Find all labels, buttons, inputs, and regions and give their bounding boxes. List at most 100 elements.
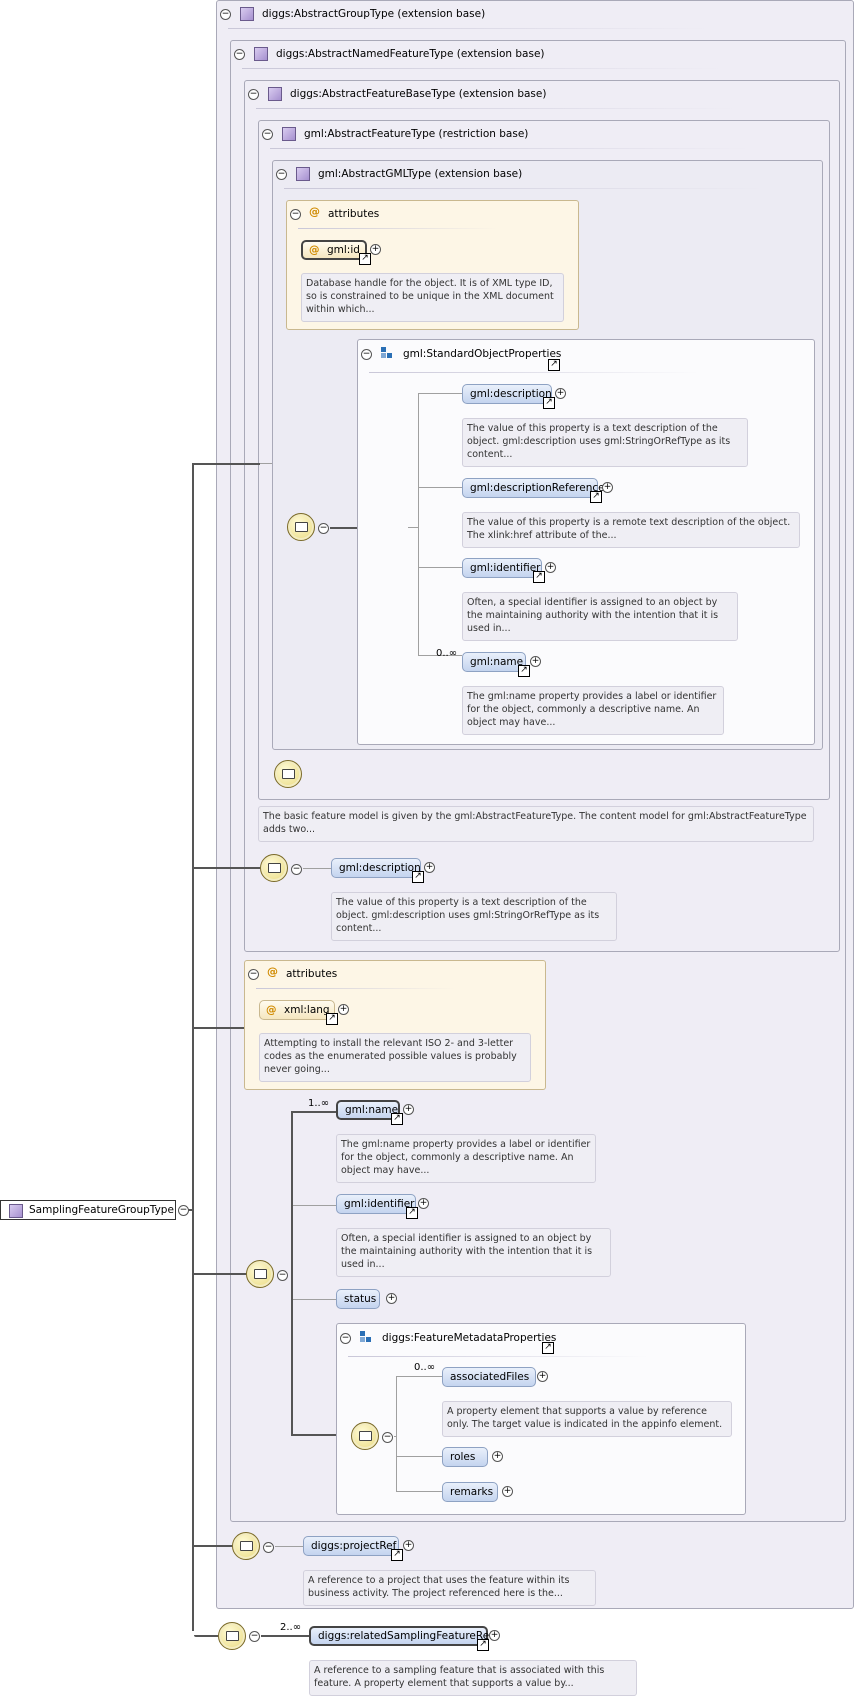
attributes-title: attributes: [328, 208, 380, 220]
link-icon[interactable]: ↗: [359, 253, 371, 265]
element-project-ref[interactable]: diggs:projectRef: [303, 1536, 399, 1556]
branch-line: [293, 1299, 336, 1300]
cardinality-label: 0..∞: [436, 648, 458, 659]
doc-annotation: Attempting to install the relevant ISO 2…: [259, 1033, 531, 1082]
expand-icon[interactable]: +: [492, 1451, 503, 1462]
doc-annotation: Often, a special identifier is assigned …: [336, 1228, 611, 1277]
collapse-icon[interactable]: −: [248, 89, 259, 100]
collapse-icon[interactable]: −: [249, 1631, 260, 1642]
expand-icon[interactable]: +: [502, 1486, 513, 1497]
expand-icon[interactable]: +: [424, 862, 435, 873]
box-title: gml:AbstractGMLType (extension base): [318, 168, 523, 180]
link-icon[interactable]: ↗: [406, 1207, 418, 1219]
collapse-icon[interactable]: −: [291, 864, 302, 875]
sequence-icon[interactable]: [232, 1532, 260, 1560]
element-status[interactable]: status: [336, 1289, 380, 1309]
expand-icon[interactable]: +: [338, 1004, 349, 1015]
expand-icon[interactable]: +: [403, 1540, 414, 1551]
attribute-label: xml:lang: [284, 1004, 330, 1016]
branch-line: [396, 1376, 442, 1377]
collapse-icon[interactable]: −: [262, 129, 273, 140]
collapse-icon[interactable]: −: [340, 1333, 351, 1344]
link-icon[interactable]: ↗: [477, 1639, 489, 1651]
expand-icon[interactable]: +: [489, 1630, 500, 1641]
attribute-gml-id[interactable]: @ gml:id: [301, 240, 367, 260]
attribute-icon: @: [266, 1004, 277, 1016]
divider: [228, 28, 708, 29]
connector: [194, 1545, 232, 1547]
element-gml-name[interactable]: gml:name: [462, 652, 526, 672]
expand-icon[interactable]: +: [386, 1293, 397, 1304]
connector: [194, 1273, 246, 1275]
box-title: diggs:AbstractNamedFeatureType (extensio…: [276, 48, 545, 60]
link-icon[interactable]: ↗: [391, 1113, 403, 1125]
sequence-icon[interactable]: [274, 760, 302, 788]
attribute-icon: @: [309, 244, 320, 256]
branch-line: [396, 1376, 397, 1492]
expand-icon[interactable]: +: [545, 562, 556, 573]
link-icon[interactable]: ↗: [543, 397, 555, 409]
expand-icon[interactable]: +: [555, 388, 566, 399]
box-title: diggs:AbstractFeatureBaseType (extension…: [290, 88, 547, 100]
element-associated-files[interactable]: associatedFiles: [442, 1367, 536, 1387]
cardinality-label: 2..∞: [280, 1622, 302, 1633]
complex-type-icon: [282, 127, 296, 141]
collapse-icon[interactable]: −: [248, 969, 259, 980]
element-related-sampling-feature-ref[interactable]: diggs:relatedSamplingFeatureRef: [309, 1626, 493, 1646]
element-roles[interactable]: roles: [442, 1447, 488, 1467]
group-title: gml:StandardObjectProperties: [403, 348, 562, 360]
branch-line: [418, 567, 462, 568]
connector: [194, 1027, 244, 1029]
box-title: diggs:AbstractGroupType (extension base): [262, 8, 486, 20]
doc-annotation: The gml:name property provides a label o…: [336, 1134, 596, 1183]
collapse-icon[interactable]: −: [290, 209, 301, 220]
root-element[interactable]: SamplingFeatureGroupType: [0, 1200, 176, 1220]
attributes-title: attributes: [286, 968, 338, 980]
sequence-icon[interactable]: [351, 1422, 379, 1450]
expand-icon[interactable]: +: [602, 482, 613, 493]
complex-type-icon: [268, 87, 282, 101]
doc-annotation: A reference to a project that uses the f…: [303, 1570, 596, 1606]
element-gml-identifier[interactable]: gml:identifier: [336, 1194, 416, 1214]
expand-icon[interactable]: +: [370, 244, 381, 255]
branch-line: [418, 655, 462, 656]
choice-icon[interactable]: [218, 1622, 246, 1650]
expand-icon[interactable]: +: [403, 1104, 414, 1115]
collapse-icon[interactable]: −: [234, 49, 245, 60]
complex-type-icon: [296, 167, 310, 181]
attribute-xml-lang[interactable]: @ xml:lang: [259, 1000, 335, 1020]
collapse-icon[interactable]: −: [277, 1270, 288, 1281]
collapse-icon[interactable]: −: [361, 349, 372, 360]
sequence-icon[interactable]: [287, 513, 315, 541]
branch-line: [291, 1434, 351, 1436]
element-gml-description-reference[interactable]: gml:descriptionReference: [462, 478, 605, 498]
collapse-icon[interactable]: −: [263, 1542, 274, 1553]
divider: [242, 68, 722, 69]
divider: [256, 108, 736, 109]
link-icon[interactable]: ↗: [533, 571, 545, 583]
link-icon[interactable]: ↗: [391, 1549, 403, 1561]
link-icon[interactable]: ↗: [326, 1013, 338, 1025]
collapse-icon[interactable]: −: [382, 1432, 393, 1443]
link-icon[interactable]: ↗: [518, 665, 530, 677]
element-gml-description[interactable]: gml:description: [331, 858, 421, 878]
element-remarks[interactable]: remarks: [442, 1482, 498, 1502]
collapse-icon[interactable]: −: [276, 169, 287, 180]
link-icon[interactable]: ↗: [590, 491, 602, 503]
expand-icon[interactable]: +: [418, 1198, 429, 1209]
branch-line: [418, 393, 419, 655]
branch-line: [418, 393, 462, 394]
link-icon[interactable]: ↗: [548, 359, 560, 371]
collapse-icon[interactable]: −: [318, 523, 329, 534]
element-gml-identifier[interactable]: gml:identifier: [462, 558, 542, 578]
collapse-icon[interactable]: −: [220, 9, 231, 20]
sequence-icon[interactable]: [246, 1260, 274, 1288]
box-title: gml:AbstractFeatureType (restriction bas…: [304, 128, 529, 140]
link-icon[interactable]: ↗: [542, 1342, 554, 1354]
expand-icon[interactable]: +: [530, 656, 541, 667]
element-gml-name[interactable]: gml:name: [336, 1100, 400, 1120]
link-icon[interactable]: ↗: [412, 871, 424, 883]
expand-icon[interactable]: +: [537, 1371, 548, 1382]
element-gml-description[interactable]: gml:description: [462, 384, 552, 404]
sequence-icon[interactable]: [260, 854, 288, 882]
